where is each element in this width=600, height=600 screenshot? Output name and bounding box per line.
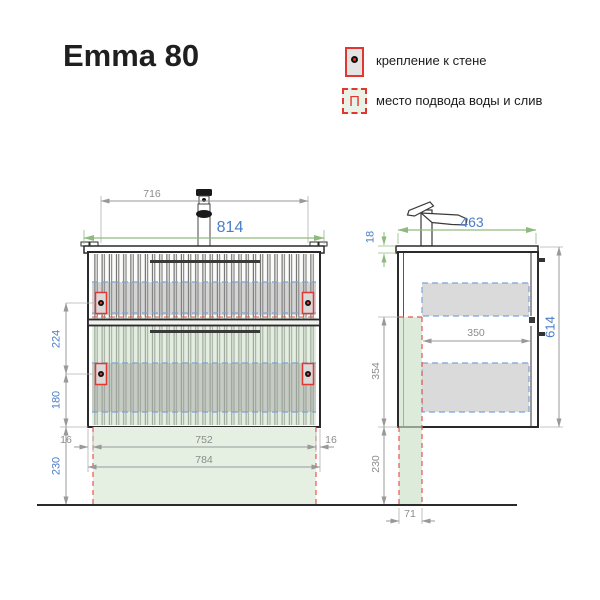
gray-band-upper-side: [421, 282, 530, 317]
dim-inner-width: 752: [195, 433, 213, 446]
dim-mount-to-bottom: 180: [50, 390, 63, 410]
wall-mount-icon: [345, 47, 364, 77]
countertop-front: [80, 241, 328, 254]
cabinet-front: [87, 251, 321, 428]
dim-side-bottom-to-floor: 230: [369, 455, 382, 473]
dim-mount-span: 716: [143, 187, 161, 200]
dim-inner-depth: 350: [467, 326, 485, 339]
water-zone-side: [398, 316, 423, 505]
gray-band-lower-side: [421, 362, 530, 413]
dim-side-offset-right: 16: [325, 433, 337, 446]
dim-side-offset-left: 16: [60, 433, 72, 446]
dim-bottom-to-floor: 230: [50, 456, 63, 476]
drawer-handle-lower: [150, 330, 260, 333]
dim-cabinet-height: 614: [542, 316, 558, 338]
gray-band-upper: [92, 282, 316, 315]
gray-band-lower: [92, 363, 316, 412]
handle-stub-lower: [537, 332, 545, 336]
dim-outer-width: 784: [195, 453, 213, 466]
legend-wall-mount-label: крепление к стене: [376, 53, 487, 68]
page-title: Emma 80: [63, 38, 200, 73]
dim-total-width: 814: [216, 219, 244, 236]
water-symbol: П: [349, 92, 360, 110]
wall-mount-markers: [94, 291, 315, 386]
dim-wall-gap: 71: [404, 507, 416, 520]
front-view: [60, 189, 334, 506]
handle-stub-upper: [537, 258, 545, 262]
side-dimension-lines: [378, 227, 563, 524]
mount-dot-icon: [351, 56, 358, 64]
faucet-side: [406, 201, 468, 247]
dim-mount-gap: 224: [50, 329, 63, 349]
water-supply-icon: П: [342, 88, 367, 114]
front-dimension-lines: [60, 196, 334, 506]
legend-water-supply-label: место подвода воды и слив: [376, 93, 543, 108]
water-zone-tint: [92, 317, 316, 425]
drawer-divider: [87, 318, 321, 327]
side-view: [378, 201, 563, 524]
dim-countertop-thickness: 18: [364, 230, 377, 244]
drawer-handle-upper: [150, 260, 260, 263]
dim-countertop-depth: 463: [460, 214, 484, 230]
dim-zone-height: 354: [369, 362, 382, 380]
